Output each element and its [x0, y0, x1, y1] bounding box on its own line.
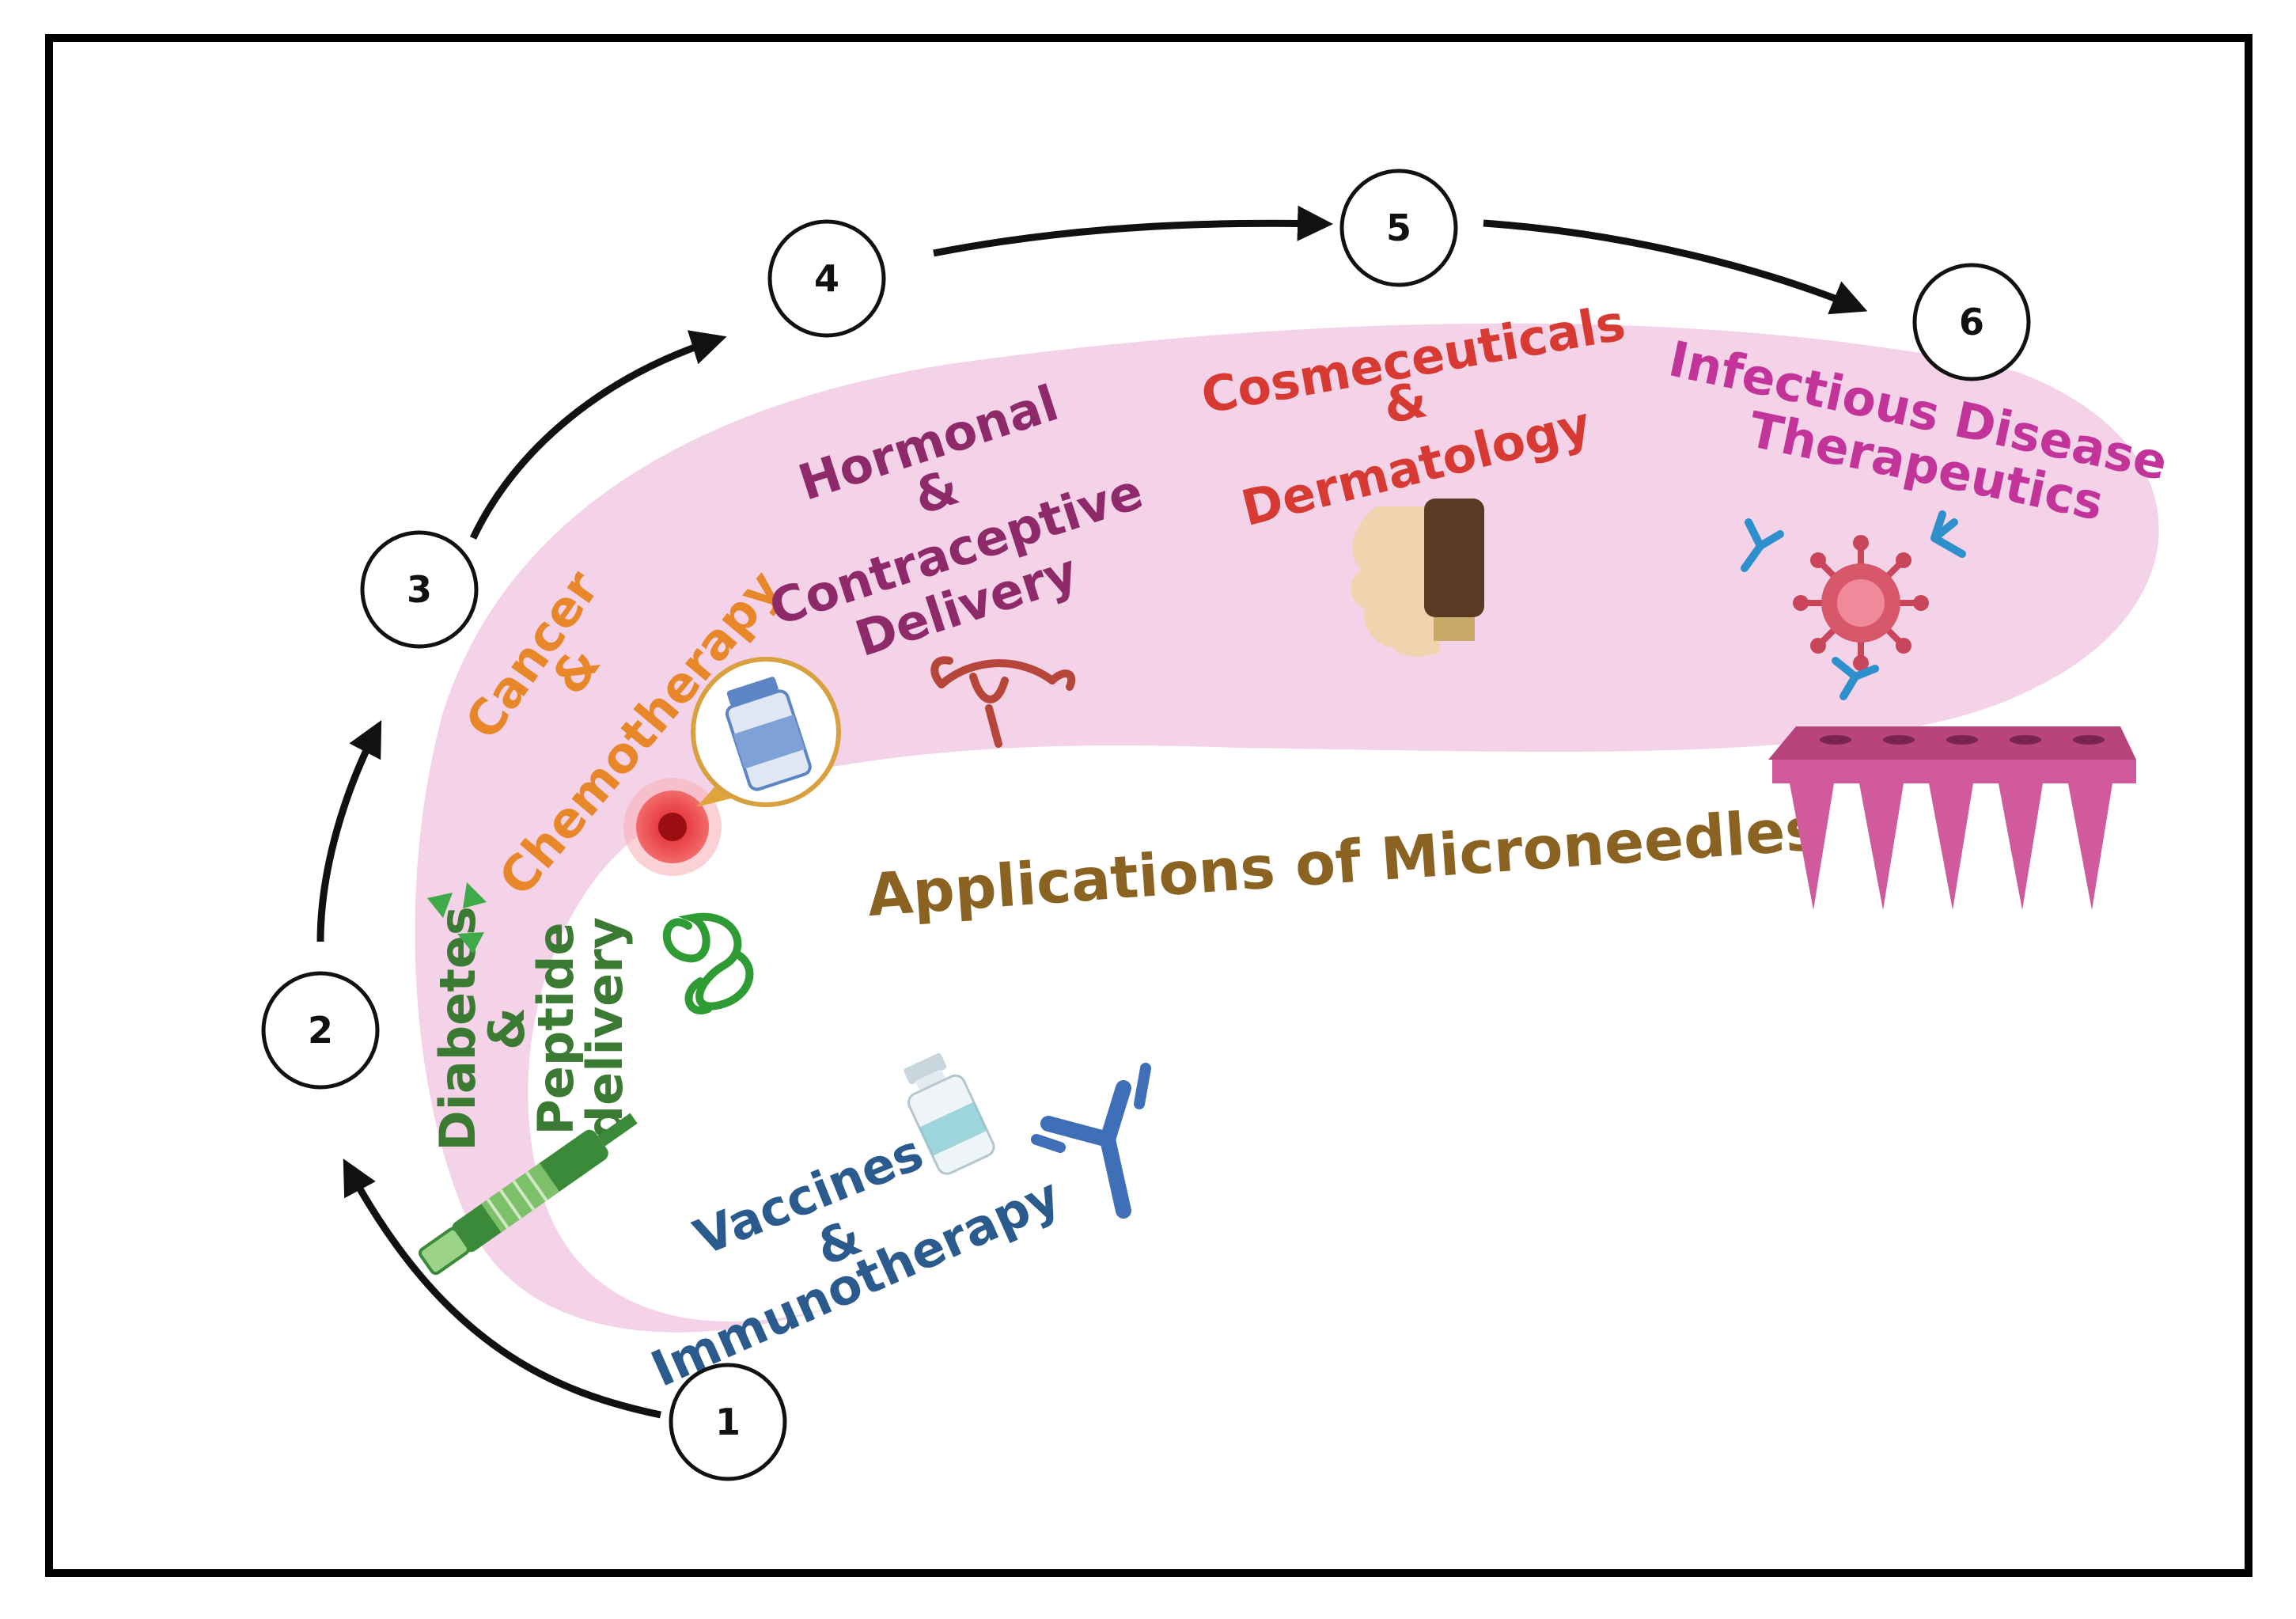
- step-circle-4: 4: [767, 219, 886, 338]
- application-band: [415, 323, 2159, 1333]
- antibody-icon: [1031, 1063, 1151, 1219]
- arrow-3-to-4: [469, 330, 727, 540]
- face-cream-icon: [1351, 499, 1484, 657]
- arrow-1-to-2: [343, 1158, 661, 1419]
- step-number-5: 5: [1386, 207, 1411, 249]
- label-diabetes-line-2: &: [478, 1007, 536, 1050]
- microneedle-patch-icon: [1768, 726, 2136, 910]
- label-diabetes-line-4: delivery: [576, 917, 634, 1140]
- step-circle-2: 2: [261, 971, 380, 1090]
- small-antibody-icons: [1741, 510, 1966, 700]
- step-circle-6: 6: [1912, 263, 2031, 381]
- diagram-frame: [45, 34, 2252, 1577]
- uterus-icon: [930, 656, 1076, 748]
- label-diabetes-line-3: Peptide: [527, 922, 585, 1135]
- label-diabetes-line-1: Diabetes: [429, 906, 487, 1151]
- step-number-3: 3: [407, 568, 432, 611]
- step-number-6: 6: [1959, 301, 1984, 343]
- arrow-5-to-6: [1483, 219, 1868, 315]
- step-number-4: 4: [814, 257, 839, 300]
- step-circle-3: 3: [360, 530, 479, 649]
- virus-icon: [1793, 535, 1929, 671]
- step-number-1: 1: [715, 1401, 741, 1443]
- insulin-pen-icon: [418, 1113, 638, 1276]
- step-circle-5: 5: [1339, 169, 1458, 287]
- label-diabetes: Diabetes & Peptide delivery: [429, 906, 634, 1151]
- glucose-triangles-icon: [427, 882, 487, 954]
- peptide-chain-icon: [662, 912, 754, 1014]
- arrow-4-to-5: [933, 205, 1333, 257]
- tumor-cell-icon: [623, 778, 722, 876]
- drug-bottle-icon: [691, 657, 841, 807]
- vaccine-vial-icon: [904, 1052, 995, 1175]
- flow-arrows: [316, 205, 1868, 1419]
- arrow-2-to-3: [316, 720, 382, 942]
- step-circle-1: 1: [669, 1363, 787, 1481]
- label-cosmeceuticals-line-2: &: [1379, 370, 1431, 434]
- step-number-2: 2: [308, 1009, 333, 1052]
